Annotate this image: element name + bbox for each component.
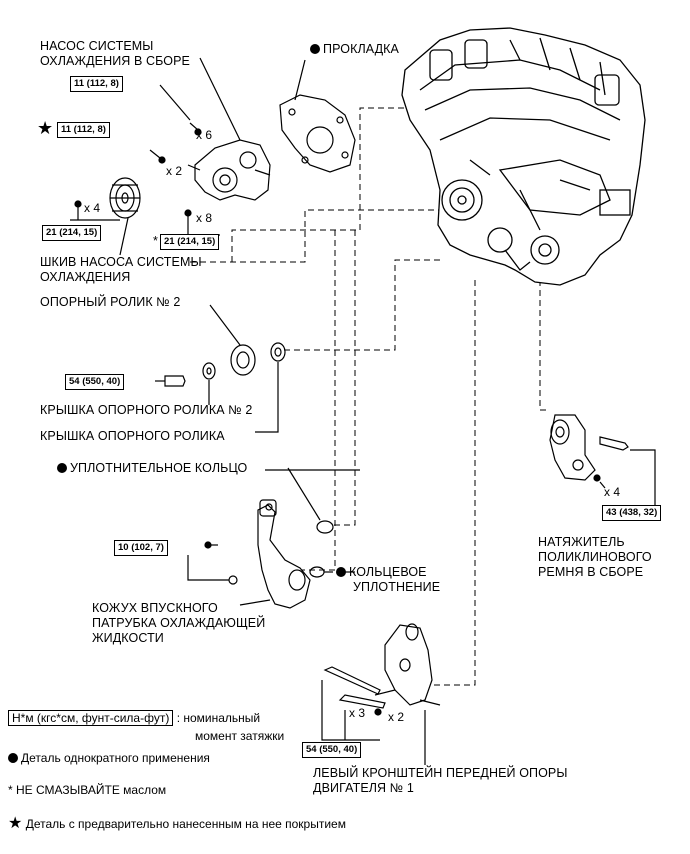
engine-block [401,27,646,286]
multiplier-x6: x 6 [196,128,213,142]
torque-box-pump-top: 11 (112, 8) [70,76,123,92]
gasket-part [279,94,356,173]
label-seal-ring: УПЛОТНИТЕЛЬНОЕ КОЛЬЦО [57,461,247,476]
single-use-dot-icon [8,753,18,763]
leader-gasket [294,59,306,101]
leader-housing [239,599,271,606]
torque-box-pump-star: 11 (112, 8) [57,122,110,138]
seal-ring-part [316,520,334,534]
multiplier-x2-bracket: x 2 [388,710,405,724]
dash-line-bracket [425,280,476,686]
dash-line-gasket [231,107,410,262]
label-gasket: ПРОКЛАДКА [310,42,399,57]
legend-torque: Н*м (кгс*см, фунт-сила-фут) : номинальны… [8,710,261,726]
multiplier-x8: x 8 [196,211,213,225]
leader-pulley [119,217,129,256]
leader-idler [209,304,241,346]
tensioner-part [549,414,596,481]
legend-no-oil: * НЕ СМАЗЫВАЙТЕ маслом [8,783,167,797]
label-pump-assy: НАСОС СИСТЕМЫ ОХЛАЖДЕНИЯ В СБОРЕ [40,39,190,68]
multiplier-x4-pulley: x 4 [84,201,101,215]
dash-line-tensioner [539,270,550,411]
legend-precoated: ★ Деталь с предварительно нанесенным на … [8,815,346,832]
dash-line-idler [280,259,440,351]
single-use-dot-icon [57,463,67,473]
single-use-dot-icon [336,567,346,577]
label-idler-cover: КРЫШКА ОПОРНОГО РОЛИКА [40,429,225,443]
torque-box-pulley: 21 (214, 15) [42,225,102,241]
multiplier-x2-pump: x 2 [166,164,183,178]
label-pulley: ШКИВ НАСОСА СИСТЕМЫ ОХЛАЖДЕНИЯ [40,255,202,284]
inlet-housing-part [257,499,311,609]
legend-torque-text: : номинальный [176,711,261,725]
torque-box-idler: 54 (550, 40) [65,374,125,390]
bracket-part [374,623,441,706]
torque-box-tensioner: 43 (438, 32) [602,505,662,521]
label-idler2-cover: КРЫШКА ОПОРНОГО РОЛИКА № 2 [40,403,253,417]
asterisk-mark: * [153,234,158,248]
label-bracket: ЛЕВЫЙ КРОНШТЕЙН ПЕРЕДНЕЙ ОПОРЫ ДВИГАТЕЛЯ… [313,766,568,795]
star-precoated-icon: ★ [37,118,54,138]
torque-box-bracket: 54 (550, 40) [302,742,362,758]
legend-torque-text2: момент затяжки [195,729,285,743]
dash-line-housing [300,230,336,571]
label-idler2: ОПОРНЫЙ РОЛИК № 2 [40,295,181,309]
torque-box-pump-side: 21 (214, 15) [160,234,220,250]
multiplier-x4-tensioner: x 4 [604,485,621,499]
pulley-part [109,177,141,219]
dash-line-pump [190,209,440,263]
leader-idler-cover [255,362,279,433]
multiplier-x3: x 3 [349,706,366,720]
water-pump-part [187,139,271,201]
idler-pulley-part [202,342,286,380]
leader-seal [287,467,321,521]
star-precoated-icon: ★ [8,815,23,832]
o-ring-part [309,566,325,578]
label-tensioner: НАТЯЖИТЕЛЬ ПОЛИКЛИНОВОГО РЕМНЯ В СБОРЕ [538,535,652,579]
legend-torque-box: Н*м (кгс*см, фунт-сила-фут) [8,710,174,726]
dash-line-seal [330,230,356,526]
label-o-ring: КОЛЬЦЕВОЕ УПЛОТНЕНИЕ [336,565,440,595]
legend-single-use: Деталь однократного применения [8,751,210,766]
label-inlet-housing: КОЖУХ ВПУСКНОГО ПАТРУБКА ОХЛАЖДАЮЩЕЙ ЖИД… [92,601,266,645]
leader-torque-pump [159,84,191,121]
single-use-dot-icon [310,44,320,54]
torque-box-inlet: 10 (102, 7) [114,540,168,556]
leader-pump [199,57,241,141]
